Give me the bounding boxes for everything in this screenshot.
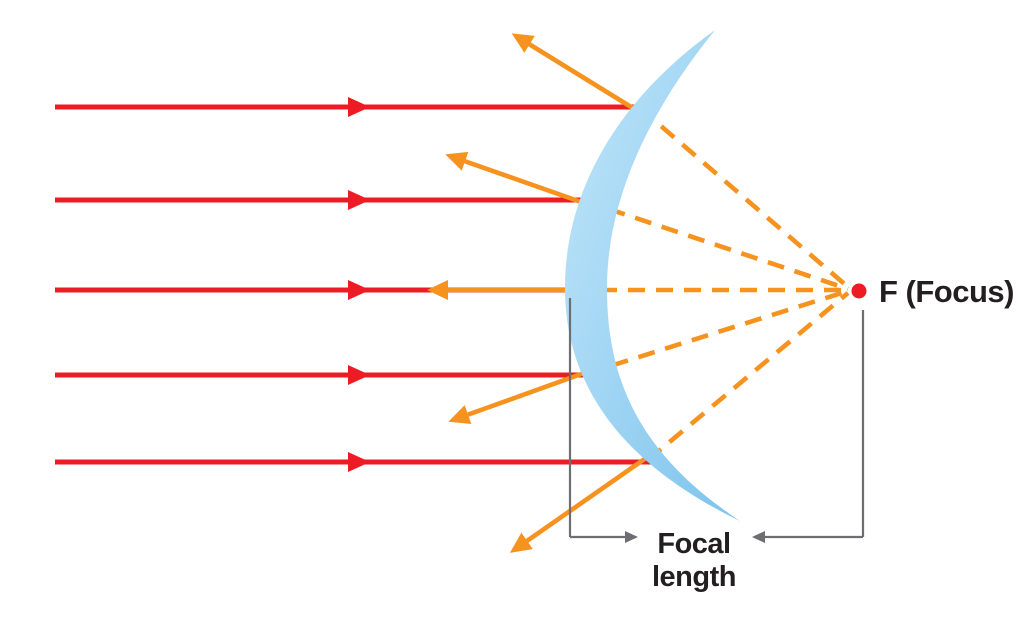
virtual-ray-1 [638, 106, 850, 289]
focal-length-label-line2: length [652, 561, 736, 593]
virtual-ray-group [572, 106, 850, 462]
focal-length-label-line1: Focal [657, 528, 730, 560]
reflected-ray-1 [511, 33, 638, 112]
virtual-ray-4 [584, 288, 849, 377]
reflected-ray-4 [448, 370, 585, 425]
focal-length-annotation: Focal length [568, 298, 865, 593]
virtual-ray-2 [581, 197, 849, 292]
reflected-ray-5 [509, 456, 648, 553]
virtual-ray-5 [646, 291, 850, 462]
reflected-ray-group [427, 33, 648, 553]
focus-label: F (Focus) [879, 274, 1014, 309]
incident-ray-group [55, 97, 652, 472]
focus-point [851, 283, 867, 299]
convex-mirror [565, 30, 740, 521]
reflected-ray-2 [445, 151, 582, 205]
